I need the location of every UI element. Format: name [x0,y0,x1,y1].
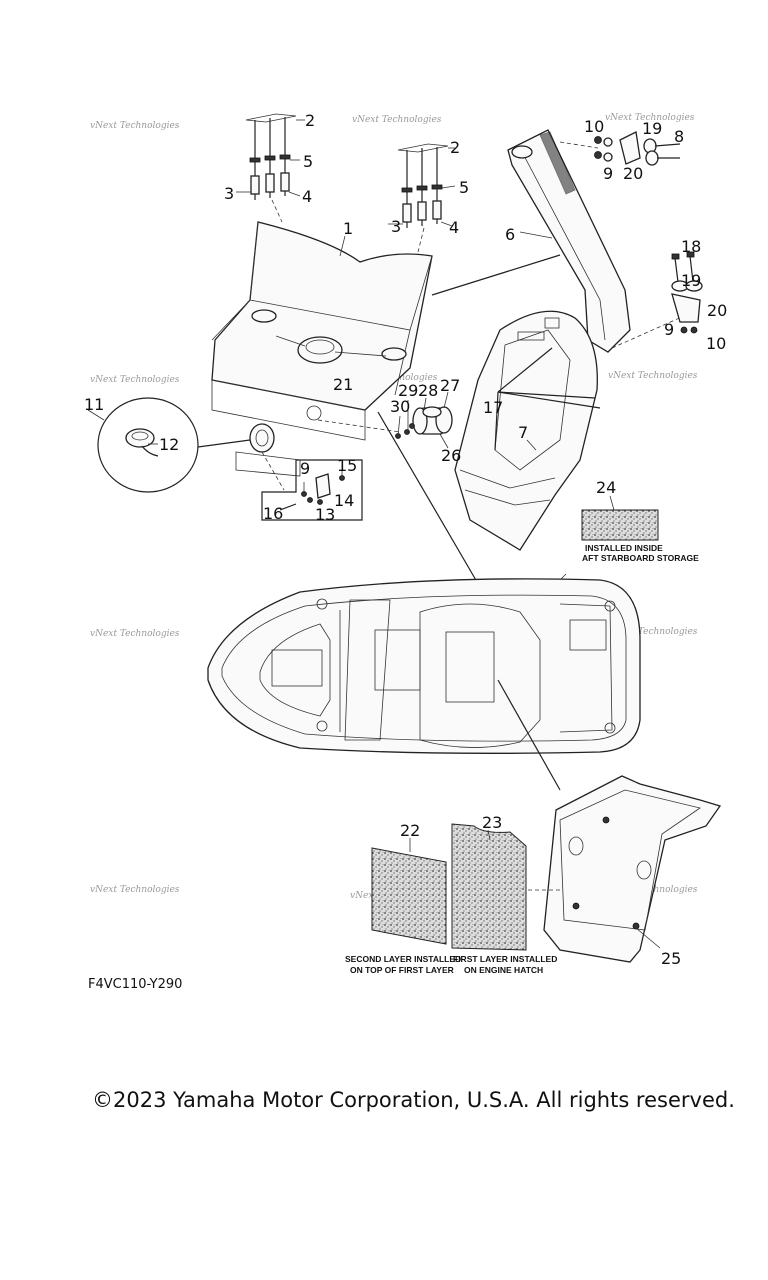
rail-part [507,129,685,353]
callout-19: 19 [642,119,662,138]
watermark: vNext Technologies [352,115,442,125]
inset-box [261,459,363,521]
callout-7: 7 [518,423,528,442]
note-24-line2: AFT STARBOARD STORAGE [582,553,699,563]
callout-21: 21 [333,375,353,394]
callout-27: 27 [440,376,460,395]
callout-30: 30 [390,397,410,416]
diagram-code: F4VC110-Y290 [88,977,183,992]
watermark: vNext Technologies [90,629,180,639]
fastener-set-right [388,143,456,253]
note-22-line2: ON TOP OF FIRST LAYER [350,965,454,975]
watermark: vNext Technologies [90,375,180,385]
callout-22: 22 [400,821,420,840]
callout-4: 4 [449,218,459,237]
callout-10: 10 [584,117,604,136]
parts-diagram: vNext Technologies vNext Technologies vN… [84,111,727,975]
callout-5: 5 [303,152,313,171]
callout-18: 18 [681,237,701,256]
side-panel [454,310,601,551]
watermark: vNext Technologies [608,627,698,637]
detail-circle [87,397,251,493]
mat-22: SECOND LAYER INSTALLED ON TOP OF FIRST L… [345,838,461,975]
note-23-line1: FIRST LAYER INSTALLED [453,954,557,964]
connector-assembly [317,391,453,449]
watermark: vNext Technologies [90,121,180,131]
callout-26: 26 [441,446,461,465]
copyright-notice: ©2023 Yamaha Motor Corporation, U.S.A. A… [92,1088,735,1112]
watermark: vNext Technologies [608,371,698,381]
seat-backrest [211,221,433,441]
drain-fitting [235,423,301,491]
watermark: vNext Technologies [605,113,695,123]
callout-15: 15 [337,456,357,475]
callout-labels: 1 2 2 3 3 4 4 5 5 6 7 8 9 9 9 10 10 11 1… [84,111,727,968]
callout-9: 9 [300,459,310,478]
engine-hatch [528,775,722,963]
callout-23: 23 [482,813,502,832]
callout-16: 16 [263,504,283,523]
boat-top-view [207,578,641,791]
callout-13: 13 [315,505,335,524]
hardware-top-right [594,131,681,166]
callout-11: 11 [84,395,104,414]
mat-23: FIRST LAYER INSTALLED ON ENGINE HATCH [451,823,557,975]
callout-29: 29 [398,381,418,400]
callout-10: 10 [706,334,726,353]
hardware-mid-right [671,251,703,334]
callout-12: 12 [159,435,179,454]
note-23-line2: ON ENGINE HATCH [464,965,543,975]
callout-5: 5 [459,178,469,197]
callout-9: 9 [603,164,613,183]
callout-8: 8 [674,127,684,146]
callout-9: 9 [664,320,674,339]
callout-25: 25 [661,949,681,968]
callout-14: 14 [334,491,354,510]
fastener-set-left [236,113,305,223]
callout-28: 28 [418,381,438,400]
callout-2: 2 [450,138,460,157]
callout-4: 4 [302,187,312,206]
callout-19: 19 [681,271,701,290]
watermark: vNext Technologies [90,885,180,895]
note-24-line1: INSTALLED INSIDE [585,543,663,553]
leader-line [431,254,561,296]
callout-3: 3 [391,217,401,236]
callout-6: 6 [505,225,515,244]
note-22-line1: SECOND LAYER INSTALLED [345,954,461,964]
callout-1: 1 [343,219,353,238]
callout-20: 20 [623,164,643,183]
callout-2: 2 [305,111,315,130]
callout-17: 17 [483,398,503,417]
callout-24: 24 [596,478,616,497]
callout-20: 20 [707,301,727,320]
callout-3: 3 [224,184,234,203]
